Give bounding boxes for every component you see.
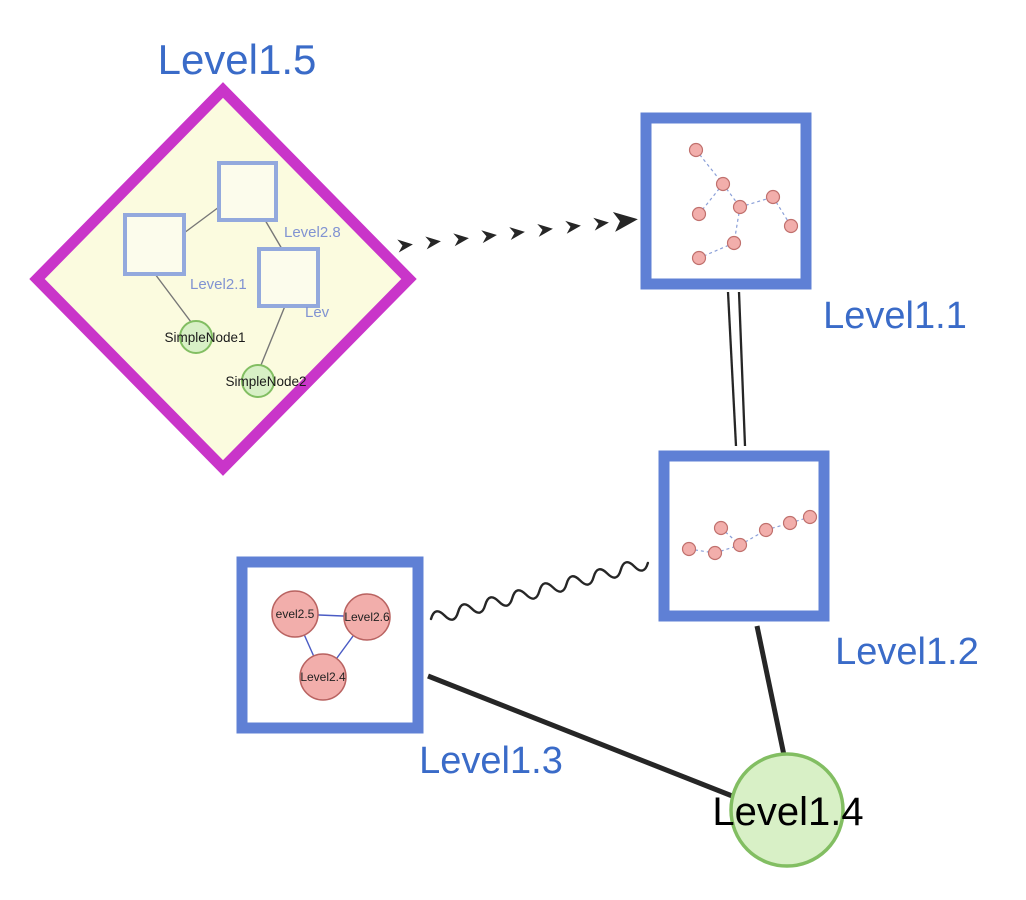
level21-square-label: Level2.1 — [190, 276, 247, 293]
mini-node[interactable] — [782, 515, 798, 531]
arrowhead — [612, 209, 639, 232]
node-level15: Level2.8 Level2.1 Lev SimpleNode1 Simple… — [29, 82, 417, 476]
mini-node[interactable] — [732, 537, 748, 553]
level26-label: Level2.6 — [344, 610, 390, 624]
node-level11 — [640, 112, 812, 290]
node-simplenode1[interactable] — [179, 320, 213, 354]
arrow-dash-segment — [509, 225, 526, 241]
arrow-dash-segment — [565, 219, 582, 234]
arrow-dash-segment — [453, 231, 470, 247]
mini-edge — [695, 149, 724, 185]
level14-label: Level1.4 — [712, 790, 863, 834]
simplenode2-label: SimpleNode2 — [225, 374, 306, 389]
node-level26[interactable] — [343, 593, 391, 641]
wavy-path — [429, 561, 650, 621]
node-level12 — [658, 450, 830, 622]
edge-level12-level14[interactable] — [754, 625, 788, 761]
mini-node[interactable] — [707, 545, 723, 561]
edge-lev-simplenode2[interactable] — [260, 305, 286, 366]
edge-level11-level12[interactable] — [726, 291, 747, 447]
mini-node[interactable] — [765, 189, 781, 205]
arrow-dash-segment — [593, 216, 610, 231]
mini-node[interactable] — [726, 235, 742, 251]
arrow-dash-segment — [481, 228, 498, 244]
simplenode1-label: SimpleNode1 — [164, 330, 245, 345]
node-level13: evel2.5 Level2.6 Level2.4 — [236, 556, 424, 734]
edge-level15-level11[interactable] — [397, 209, 639, 253]
level14-circle-shape[interactable] — [729, 752, 845, 868]
arrow-dash-segment — [425, 234, 442, 250]
node-lev-square[interactable] — [257, 247, 320, 308]
double-line-right — [737, 291, 747, 447]
level24-label: Level2.4 — [300, 670, 346, 684]
level13-box-shape[interactable] — [236, 556, 424, 734]
arrow-dash-segment — [537, 222, 554, 237]
level11-label: Level1.1 — [823, 295, 967, 337]
mini-node[interactable] — [715, 176, 731, 192]
mini-node[interactable] — [691, 250, 707, 266]
mini-node[interactable] — [732, 199, 748, 215]
mini-node[interactable] — [681, 541, 697, 557]
edge-level21-simplenode1[interactable] — [154, 273, 192, 323]
level15-label: Level1.5 — [158, 36, 317, 83]
node-level21-square[interactable] — [123, 213, 186, 276]
mini-node[interactable] — [688, 142, 704, 158]
edge-level21-level28[interactable] — [183, 206, 220, 234]
level12-label: Level1.2 — [835, 631, 979, 673]
level15-diamond-shape[interactable] — [29, 82, 417, 476]
node-level25[interactable] — [271, 590, 319, 638]
arrow-dash-segment — [397, 237, 414, 253]
mini-edge — [714, 544, 741, 554]
lev-square-label: Lev — [305, 304, 330, 321]
mini-node[interactable] — [802, 509, 818, 525]
node-level14: Level1.4 — [712, 752, 864, 868]
mini-edge — [722, 183, 741, 208]
node-level28-square[interactable] — [217, 161, 278, 222]
edge-level13-level12[interactable] — [429, 557, 650, 625]
edge-level28-lev[interactable] — [264, 219, 283, 250]
mini-node[interactable] — [713, 520, 729, 536]
level25-label: evel2.5 — [276, 607, 315, 621]
mini-node[interactable] — [758, 522, 774, 538]
edge-level13-level14[interactable] — [427, 673, 751, 806]
double-line-left — [726, 291, 738, 447]
node-level24[interactable] — [299, 653, 347, 701]
mini-node[interactable] — [783, 218, 799, 234]
node-simplenode2[interactable] — [241, 364, 275, 398]
level28-square-label: Level2.8 — [284, 224, 341, 241]
level12-box-shape[interactable] — [658, 450, 830, 622]
mini-node[interactable] — [691, 206, 707, 222]
level11-box-shape[interactable] — [640, 112, 812, 290]
mini-edge — [720, 527, 741, 546]
edges-layer — [397, 209, 788, 806]
mini-edge — [688, 548, 716, 554]
level13-label: Level1.3 — [419, 740, 563, 782]
